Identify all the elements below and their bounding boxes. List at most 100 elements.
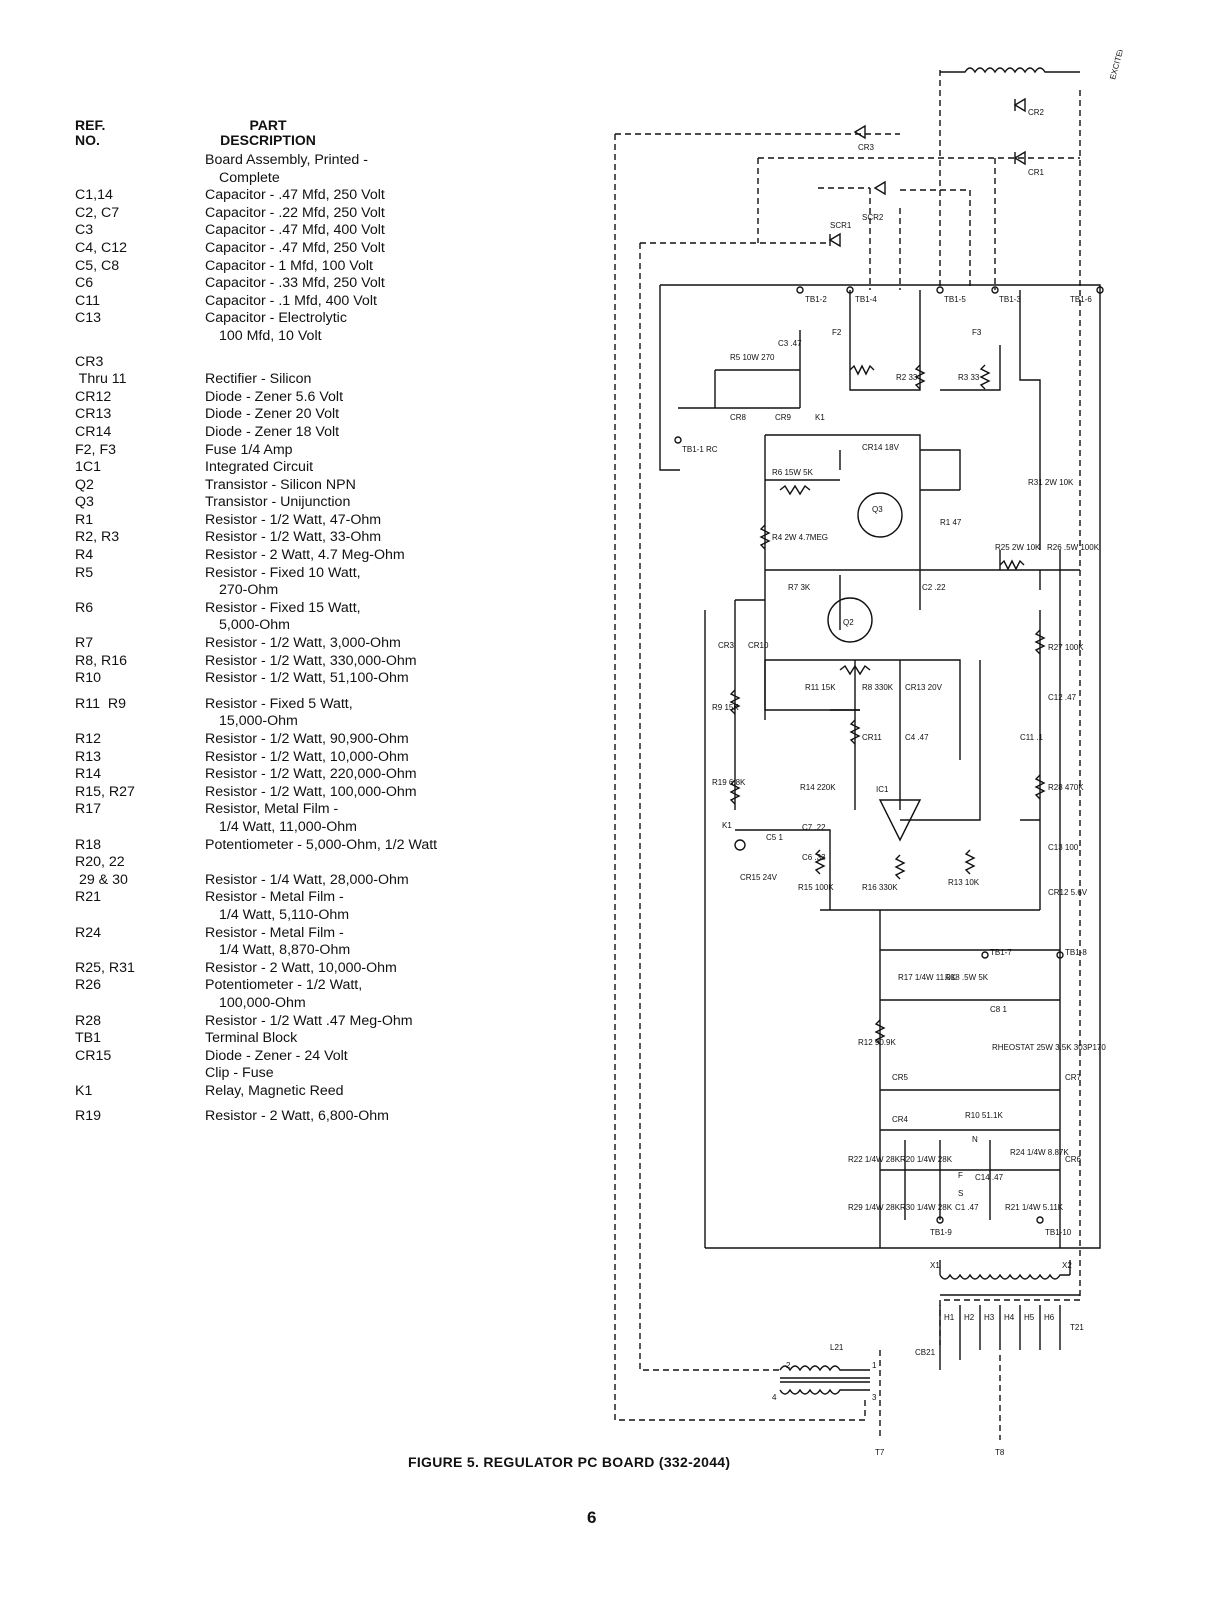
scr2 bbox=[873, 180, 886, 196]
tb1-1-label: TB1-1 RC bbox=[682, 445, 718, 454]
part-ref bbox=[75, 152, 205, 187]
part-desc: Resistor - 2 Watt, 4.7 Meg-Ohm bbox=[205, 547, 515, 565]
part-ref: R2, R3 bbox=[75, 529, 120, 546]
r21-label: R21 1/4W 5.11K bbox=[1005, 1203, 1064, 1212]
c7-label: C7 .22 bbox=[802, 823, 826, 832]
part-desc-line: Rectifier - Silicon bbox=[205, 371, 312, 388]
q2-label: Q2 bbox=[843, 618, 854, 627]
ic1-op-amp bbox=[878, 799, 922, 842]
r27-label: R27 100K bbox=[1048, 643, 1084, 652]
c11-label: C11 .1 bbox=[1020, 733, 1044, 742]
part-ref bbox=[75, 1065, 205, 1083]
q3-label: Q3 bbox=[872, 505, 883, 514]
part-desc-line: Resistor - 1/2 Watt, 220,000-Ohm bbox=[205, 766, 417, 783]
part-ref: CR3 Thru 11 bbox=[75, 353, 127, 388]
part-ref: F2, F3 bbox=[75, 441, 116, 458]
part-ref: R28 bbox=[75, 1012, 102, 1029]
figure-caption: FIGURE 5. REGULATOR PC BOARD (332-2044) bbox=[408, 1454, 731, 1470]
parts-row: R2, R3 Resistor - 1/2 Watt, 33-Ohm bbox=[75, 529, 515, 547]
cr7-label: CR7 bbox=[1065, 1073, 1082, 1082]
part-desc-line: Resistor - 1/2 Watt, 33-Ohm bbox=[205, 529, 382, 546]
part-desc-line2: 270-Ohm bbox=[219, 582, 279, 599]
l21-label: L21 bbox=[830, 1343, 844, 1352]
c2-label: C2 .22 bbox=[922, 583, 946, 592]
part-ref: R14 bbox=[75, 766, 102, 783]
part-ref: R19 bbox=[75, 1108, 102, 1125]
l21-pin4-label: 4 bbox=[772, 1393, 777, 1402]
tb1-2-label: TB1-2 bbox=[805, 295, 827, 304]
part-desc-line: Resistor - 1/2 Watt, 90,900-Ohm bbox=[205, 731, 409, 747]
part-desc-line: Capacitor - .47 Mfd, 250 Volt bbox=[205, 187, 385, 204]
external-dashed-wiring bbox=[614, 70, 1081, 1440]
part-ref: R20, 22 29 & 30 bbox=[75, 854, 128, 888]
r11-label: R11 15K bbox=[805, 683, 836, 692]
part-desc: Resistor - 1/2 Watt, 10,000-Ohm bbox=[205, 749, 515, 767]
part-desc: Capacitor - .1 Mfd, 400 Volt bbox=[205, 293, 515, 311]
h4-label: H4 bbox=[1004, 1313, 1015, 1322]
part-desc: Diode - Zener 20 Volt bbox=[205, 406, 515, 424]
part-ref: C6 bbox=[75, 275, 94, 292]
t7-label: T7 bbox=[875, 1448, 885, 1457]
cr2-label: CR2 bbox=[1028, 108, 1045, 117]
part-ref: CR15 bbox=[75, 1047, 112, 1064]
part-ref: C4, C12 bbox=[75, 239, 128, 256]
part-desc-line: Resistor - 2 Watt, 10,000-Ohm bbox=[205, 959, 397, 976]
scr1 bbox=[828, 232, 841, 248]
part-ref: C2, C7 bbox=[75, 204, 120, 221]
part-desc-line: Clip - Fuse bbox=[205, 1065, 274, 1082]
r5-label: R5 10W 270 bbox=[730, 353, 775, 362]
q2-transistor bbox=[827, 597, 873, 643]
part-ref: R18 bbox=[75, 836, 102, 853]
r20-label: R20 1/4W 28K bbox=[900, 1155, 953, 1164]
cr6-label: CR6 bbox=[1065, 1155, 1082, 1164]
part-desc: Potentiometer - 1/2 Watt,100,000-Ohm bbox=[205, 977, 515, 1012]
part-desc-line: Resistor - 1/2 Watt, 47-Ohm bbox=[205, 511, 382, 528]
t21-label: T21 bbox=[1070, 1323, 1084, 1332]
parts-row: R14 Resistor - 1/2 Watt, 220,000-Ohm bbox=[75, 766, 515, 784]
parts-row: Clip - Fuse bbox=[75, 1065, 515, 1083]
part-desc-line2: 5,000-Ohm bbox=[219, 617, 290, 634]
h1-label: H1 bbox=[944, 1313, 955, 1322]
part-desc-line: Resistor - 1/2 Watt, 3,000-Ohm bbox=[205, 635, 401, 652]
exciter-field-coil bbox=[940, 67, 1080, 74]
part-desc-line: Resistor - Fixed 10 Watt, bbox=[205, 564, 361, 581]
part-desc: Resistor - Fixed 5 Watt,15,000-Ohm bbox=[205, 696, 515, 731]
part-desc: Clip - Fuse bbox=[205, 1065, 515, 1083]
parts-row: R20, 22 29 & 30 Resistor - 1/4 Watt, 28,… bbox=[75, 854, 515, 889]
part-desc-line: Integrated Circuit bbox=[205, 459, 314, 476]
part-ref: R26 bbox=[75, 977, 102, 994]
rheostat-label: RHEOSTAT 25W 3.5K 303P170 bbox=[992, 1043, 1106, 1052]
part-desc: Resistor - 1/2 Watt, 33-Ohm bbox=[205, 529, 515, 547]
part-desc: Board Assembly, Printed -Complete bbox=[205, 152, 515, 187]
part-desc-line2: 1/4 Watt, 5,110-Ohm bbox=[219, 906, 350, 923]
part-desc-line: Resistor - Fixed 15 Watt, bbox=[205, 599, 361, 616]
part-desc-line: Transistor - Unijunction bbox=[205, 494, 351, 511]
h3-label: H3 bbox=[984, 1313, 995, 1322]
parts-row: Board Assembly, Printed -Complete bbox=[75, 152, 515, 187]
part-ref: C5, C8 bbox=[75, 257, 120, 274]
tb1-9-label: TB1-9 bbox=[930, 1228, 952, 1237]
r14-label: R14 220K bbox=[800, 783, 836, 792]
c12-label: C12 .47 bbox=[1048, 693, 1077, 702]
part-ref: Q2 bbox=[75, 476, 94, 493]
k1-coil-label: K1 bbox=[722, 821, 732, 830]
r2-label: R2 33 bbox=[896, 373, 918, 382]
part-ref: R12 bbox=[75, 731, 102, 747]
r13-label: R13 10K bbox=[948, 878, 980, 887]
part-description-header: PART DESCRIPTION bbox=[220, 117, 316, 148]
q3-transistor bbox=[857, 492, 903, 538]
part-desc-line: Capacitor - Electrolytic bbox=[205, 310, 347, 327]
